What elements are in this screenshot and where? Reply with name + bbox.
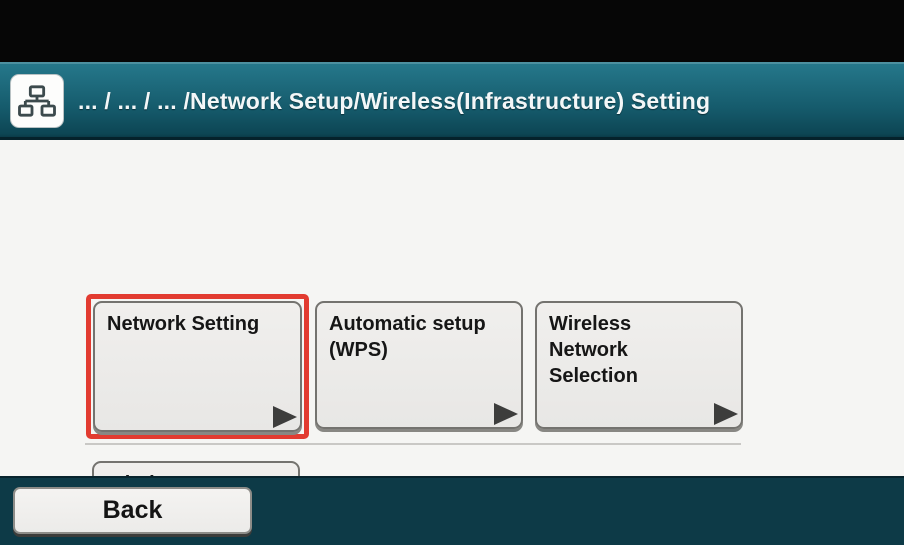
automatic-setup-wps-button[interactable]: Automatic setup (WPS) [315, 301, 523, 429]
network-setting-label: Network Setting [107, 313, 260, 335]
wireless-network-selection-label: Wireless Network Selection [549, 313, 638, 387]
automatic-setup-wps-label: Automatic setup (WPS) [329, 313, 486, 361]
footer-bar: Back [0, 476, 904, 545]
submenu-arrow-icon [273, 406, 297, 428]
status-bar [0, 0, 904, 62]
submenu-arrow-icon [714, 403, 738, 425]
network-icon [10, 74, 64, 128]
submenu-arrow-icon [494, 403, 518, 425]
back-button[interactable]: Back [13, 487, 252, 534]
breadcrumb-header: ... / ... / ... /Network Setup/Wireless(… [0, 62, 904, 140]
network-setting-button[interactable]: Network Setting [93, 301, 302, 432]
breadcrumb: ... / ... / ... /Network Setup/Wireless(… [78, 87, 711, 114]
wireless-network-selection-button[interactable]: Wireless Network Selection [535, 301, 743, 429]
menu-area: Network Setting Automatic setup (WPS) Wi… [0, 140, 904, 545]
row-divider [85, 443, 741, 445]
